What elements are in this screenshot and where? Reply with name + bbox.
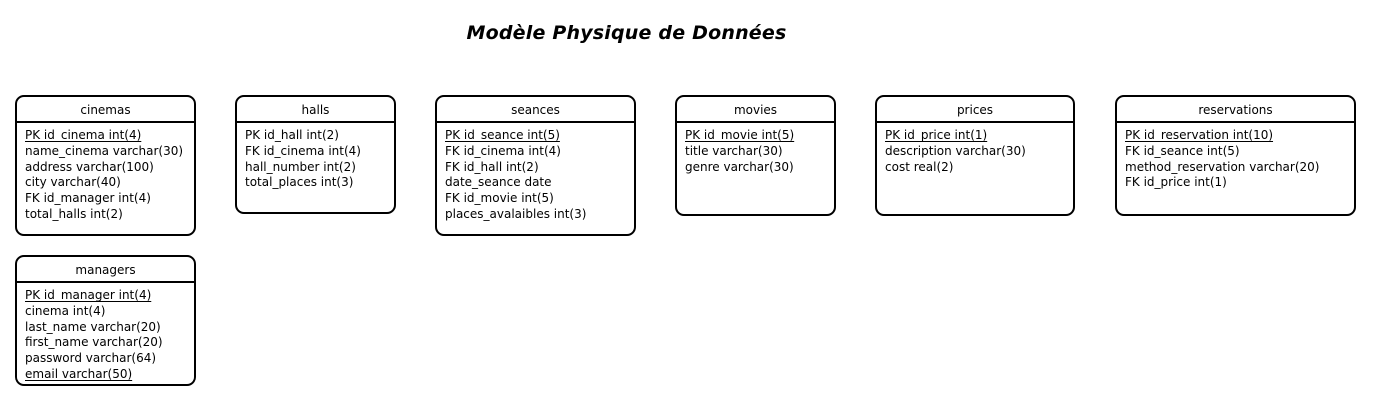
- table-header: prices: [877, 97, 1073, 123]
- table-row: total_halls int(2): [25, 206, 123, 221]
- table-row: FK id_cinema int(4): [245, 143, 361, 158]
- table-row: cost real(2): [885, 159, 954, 174]
- table-row: PK id_movie int(5): [685, 128, 795, 142]
- table-movies[interactable]: movies PK id_movie int(5) title varchar(…: [675, 95, 836, 216]
- table-prices[interactable]: prices PK id_price int(1) description va…: [875, 95, 1075, 216]
- diagram-title: Modèle Physique de Données: [466, 22, 787, 44]
- table-row: PK id_seance int(5): [445, 128, 560, 142]
- table-row: date_seance date: [445, 175, 552, 190]
- table-row: FK id_movie int(5): [445, 191, 554, 206]
- table-header: reservations: [1117, 97, 1354, 123]
- table-header: halls: [237, 97, 394, 123]
- table-body: PK id_hall int(2) FK id_cinema int(4) ha…: [237, 123, 394, 191]
- table-row: address varchar(100): [25, 159, 154, 174]
- table-halls[interactable]: halls PK id_hall int(2) FK id_cinema int…: [235, 95, 396, 214]
- table-body: PK id_seance int(5) FK id_cinema int(4) …: [437, 123, 634, 223]
- table-body: PK id_movie int(5) title varchar(30) gen…: [677, 123, 834, 175]
- table-seances[interactable]: seances PK id_seance int(5) FK id_cinema…: [435, 95, 636, 236]
- table-row: password varchar(64): [25, 351, 157, 366]
- table-row: PK id_manager int(4): [25, 288, 152, 302]
- table-header: seances: [437, 97, 634, 123]
- table-body: PK id_reservation int(10) FK id_seance i…: [1117, 123, 1354, 191]
- table-row: hall_number int(2): [245, 159, 356, 174]
- table-managers[interactable]: managers PK id_manager int(4) cinema int…: [15, 255, 196, 386]
- table-row: city varchar(40): [25, 175, 121, 190]
- table-row: last_name varchar(20): [25, 319, 161, 334]
- table-row: genre varchar(30): [685, 159, 794, 174]
- table-header: cinemas: [17, 97, 194, 123]
- table-row: FK id_seance int(5): [1125, 143, 1240, 158]
- table-cinemas[interactable]: cinemas PK id_cinema int(4) name_cinema …: [15, 95, 196, 236]
- table-row: description varchar(30): [885, 143, 1026, 158]
- table-row: PK id_price int(1): [885, 128, 988, 142]
- table-body: PK id_manager int(4) cinema int(4) last_…: [17, 283, 194, 383]
- table-row: cinema int(4): [25, 303, 106, 318]
- table-row: title varchar(30): [685, 143, 783, 158]
- table-reservations[interactable]: reservations PK id_reservation int(10) F…: [1115, 95, 1356, 216]
- table-row: name_cinema varchar(30): [25, 143, 184, 158]
- table-row: first_name varchar(20): [25, 335, 163, 350]
- table-row: method_reservation varchar(20): [1125, 159, 1320, 174]
- table-row: FK id_manager int(4): [25, 191, 151, 206]
- table-header: movies: [677, 97, 834, 123]
- table-row: FK id_price int(1): [1125, 175, 1227, 190]
- table-row: PK id_hall int(2): [245, 128, 339, 142]
- table-row: total_places int(3): [245, 175, 354, 190]
- table-header: managers: [17, 257, 194, 283]
- table-row: PK id_reservation int(10): [1125, 128, 1274, 142]
- table-row: email varchar(50): [25, 366, 133, 381]
- table-row: FK id_cinema int(4): [445, 143, 561, 158]
- table-row: FK id_hall int(2): [445, 159, 539, 174]
- table-row: places_avalaibles int(3): [445, 206, 587, 221]
- table-body: PK id_cinema int(4) name_cinema varchar(…: [17, 123, 194, 223]
- table-body: PK id_price int(1) description varchar(3…: [877, 123, 1073, 175]
- table-row: PK id_cinema int(4): [25, 128, 142, 142]
